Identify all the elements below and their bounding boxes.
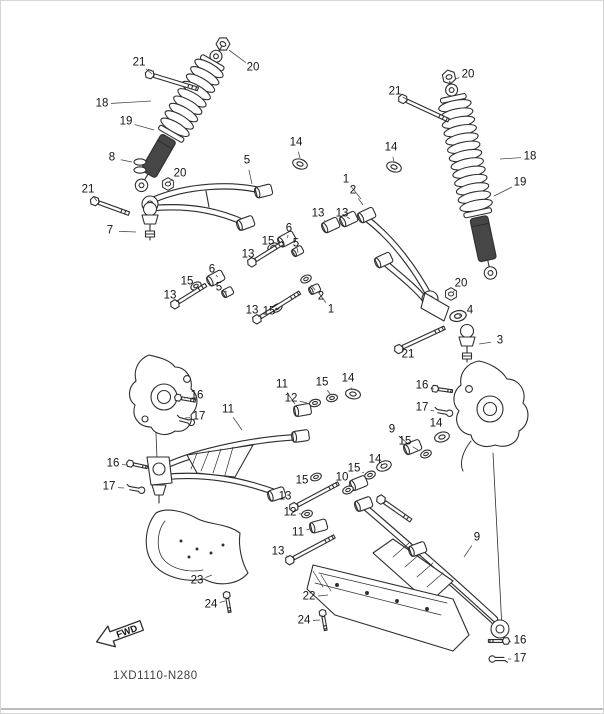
callout-17-42: 17 [415, 401, 429, 414]
callout-14-26: 14 [384, 141, 398, 154]
callout-11-37: 11 [276, 378, 288, 391]
callout-13-20: 13 [245, 304, 259, 317]
callout-11-43: 11 [222, 403, 234, 416]
callout-21-27: 21 [388, 85, 402, 98]
callout-1-24: 1 [342, 173, 350, 186]
callout-3-33: 3 [496, 334, 504, 347]
callout-15-50: 15 [347, 462, 361, 475]
callout-20-31: 20 [454, 277, 468, 290]
callout-18-29: 18 [523, 150, 537, 163]
callout-13-11: 13 [335, 207, 349, 220]
callout-20-1: 20 [246, 61, 260, 74]
callout-5-18: 5 [215, 281, 223, 294]
callout-13-53: 13 [278, 490, 292, 503]
callout-21-8: 21 [81, 183, 95, 196]
callout-24-60: 24 [297, 614, 311, 627]
front-shock-left-drawing [134, 34, 233, 193]
callout-23-57: 23 [190, 574, 204, 587]
upper-arm-right-drawing [355, 206, 476, 363]
callout-11-55: 11 [292, 526, 304, 539]
callout-2-25: 2 [349, 184, 357, 197]
front-shock-right-drawing [438, 68, 498, 280]
callout-24-58: 24 [204, 598, 218, 611]
steering-knuckle-right-drawing [430, 360, 529, 630]
callout-20-5: 20 [173, 167, 187, 180]
callout-14-46: 14 [429, 417, 443, 430]
callout-18-2: 18 [95, 97, 109, 110]
callout-15-13: 15 [261, 235, 275, 248]
callout-13-10: 13 [311, 207, 325, 220]
callout-14-40: 14 [341, 372, 355, 385]
callout-14-7: 14 [289, 136, 303, 149]
callout-15-45: 15 [398, 435, 412, 448]
callout-15-21: 15 [262, 305, 276, 318]
callout-21-34: 21 [401, 348, 415, 361]
callout-13-15: 13 [241, 248, 255, 261]
callout-6-12: 6 [285, 222, 293, 235]
callout-10-51: 10 [335, 471, 349, 484]
callout-15-52: 15 [295, 474, 309, 487]
callout-15-17: 15 [180, 275, 194, 288]
callout-12-38: 12 [284, 392, 298, 405]
diagram-part-number: 1XD1110-N280 [113, 670, 198, 682]
callout-12-54: 12 [283, 506, 297, 519]
upper-arm-left-drawing [133, 158, 274, 241]
callout-8-4: 8 [108, 151, 116, 164]
callout-5-14: 5 [292, 237, 300, 250]
callout-22-59: 22 [302, 590, 316, 603]
callout-16-41: 16 [415, 379, 429, 392]
callout-14-49: 14 [368, 453, 382, 466]
callout-17-63: 17 [513, 652, 527, 665]
callout-9-61: 9 [473, 531, 481, 544]
skid-plate-left-drawing [145, 509, 249, 614]
callout-7-9: 7 [106, 224, 114, 237]
callout-16-47: 16 [106, 457, 120, 470]
callout-13-56: 13 [271, 545, 285, 558]
lower-arm-right-drawing [341, 429, 511, 663]
callout-19-30: 19 [513, 176, 527, 189]
callout-13-19: 13 [163, 289, 177, 302]
fwd-arrow-icon: FWD [95, 620, 145, 648]
callout-9-44: 9 [388, 423, 396, 436]
callout-20-28: 20 [461, 68, 475, 81]
callout-19-3: 19 [119, 115, 133, 128]
lower-arm-left-drawing [125, 387, 362, 567]
callout-17-36: 17 [192, 410, 206, 423]
callout-1-23: 1 [327, 303, 335, 316]
callout-16-62: 16 [513, 634, 527, 647]
callout-16-35: 16 [190, 389, 204, 402]
callout-15-39: 15 [315, 376, 329, 389]
callout-2-22: 2 [317, 290, 325, 303]
page-bottom-edge [1, 708, 603, 710]
callout-5-6: 5 [243, 154, 251, 167]
skid-plate-right-drawing [306, 564, 470, 652]
callout-4-32: 4 [466, 304, 474, 317]
callout-17-48: 17 [102, 480, 116, 493]
callout-6-16: 6 [208, 263, 216, 276]
steering-knuckle-left-drawing [128, 354, 198, 460]
callout-21-0: 21 [132, 56, 146, 69]
